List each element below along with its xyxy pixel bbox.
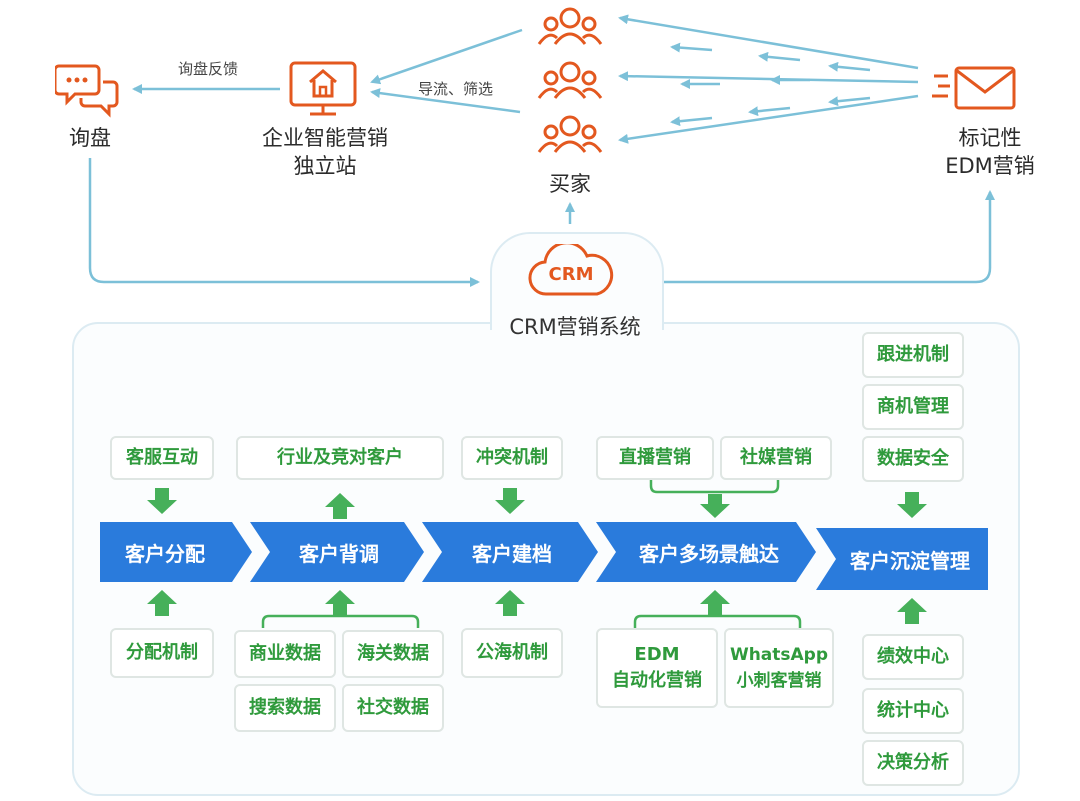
chevron-background (250, 522, 424, 582)
edm-label-line1: 标记性 (958, 126, 1022, 150)
box-whatsapp: WhatsApp 小刺客营销 (724, 628, 834, 708)
buyers-label: 买家 (549, 172, 591, 196)
guide-arrow-2 (370, 88, 521, 114)
flow-distribute: 客户分配 (125, 541, 205, 566)
box-customs: 海关数据 (342, 630, 444, 678)
box-edm-line1: EDM (634, 644, 680, 665)
arrow-conflict-down (495, 488, 525, 514)
box-decision: 决策分析 (862, 740, 964, 786)
box-performance: 绩效中心 (862, 634, 964, 680)
box-service: 客服互动 (110, 436, 214, 480)
buyers-group-icon (537, 7, 603, 153)
arrow-perf-up (897, 598, 927, 624)
crm-to-edm-arrow (664, 190, 995, 284)
edm-label-line2: EDM营销 (945, 154, 1035, 178)
crm-tab (490, 232, 664, 330)
box-live: 直播营销 (596, 436, 714, 480)
arrow-public-up (495, 590, 525, 616)
crm-system-title: CRM营销系统 (509, 315, 641, 339)
arrow-service-down (147, 488, 177, 514)
box-social-data: 社交数据 (342, 684, 444, 732)
arrow-edm-up (700, 590, 730, 616)
guide-label: 导流、筛选 (418, 80, 494, 98)
box-stats: 统计中心 (862, 688, 964, 734)
bracket-live-social (649, 478, 780, 494)
box-wa-line2: 小刺客营销 (736, 671, 822, 691)
arrow-industry-up (325, 493, 355, 519)
feedback-label: 询盘反馈 (178, 60, 239, 78)
chevron-multi-touch (596, 522, 816, 582)
arrow-security-down (897, 492, 927, 518)
box-search: 搜索数据 (234, 684, 336, 732)
arrow-data-up (325, 590, 355, 616)
inquiry-to-crm-arrow (88, 158, 480, 287)
crm-tab-join (492, 318, 658, 326)
box-edm-auto: EDM 自动化营销 (596, 628, 718, 708)
site-label-line2: 独立站 (293, 154, 357, 178)
flow-retention: 客户沉淀管理 (850, 548, 970, 573)
flow-background: 客户背调 (299, 541, 379, 566)
chevron-archive (422, 522, 598, 582)
box-business: 商业数据 (234, 630, 336, 678)
crm-cloud-icon (528, 244, 614, 296)
box-security: 数据安全 (862, 436, 964, 482)
flow-multi-touch: 客户多场景触达 (639, 541, 779, 566)
box-dist-mech: 分配机制 (110, 628, 214, 678)
box-public-sea: 公海机制 (461, 628, 563, 678)
box-conflict: 冲突机制 (461, 436, 563, 480)
site-label: 企业智能营销 独立站 (245, 124, 405, 180)
edm-label: 标记性 EDM营销 (920, 124, 1060, 180)
box-industry: 行业及竞对客户 (236, 436, 444, 480)
crm-logo-text: CRM (548, 264, 594, 285)
edm-arrow-3 (618, 94, 919, 144)
guide-arrow-1 (370, 28, 523, 85)
box-opportunity: 商机管理 (862, 384, 964, 430)
mail-envelope-icon (932, 66, 1016, 110)
box-edm-line2: 自动化营销 (612, 670, 702, 691)
chevron-distribute (100, 522, 252, 582)
chat-bubbles-icon (55, 64, 119, 118)
monitor-home-icon (289, 61, 357, 116)
inquiry-label: 询盘 (69, 126, 111, 150)
box-wa-line1: WhatsApp (729, 645, 829, 665)
arrow-live-down (700, 494, 730, 518)
flow-archive: 客户建档 (472, 541, 552, 566)
edm-arrow-2 (618, 71, 919, 84)
chevron-retention (816, 528, 988, 590)
box-follow: 跟进机制 (862, 332, 964, 378)
site-label-line1: 企业智能营销 (262, 126, 388, 150)
edm-arrow-1 (618, 14, 919, 70)
box-social-media: 社媒营销 (720, 436, 832, 480)
arrow-distmech-up (147, 590, 177, 616)
